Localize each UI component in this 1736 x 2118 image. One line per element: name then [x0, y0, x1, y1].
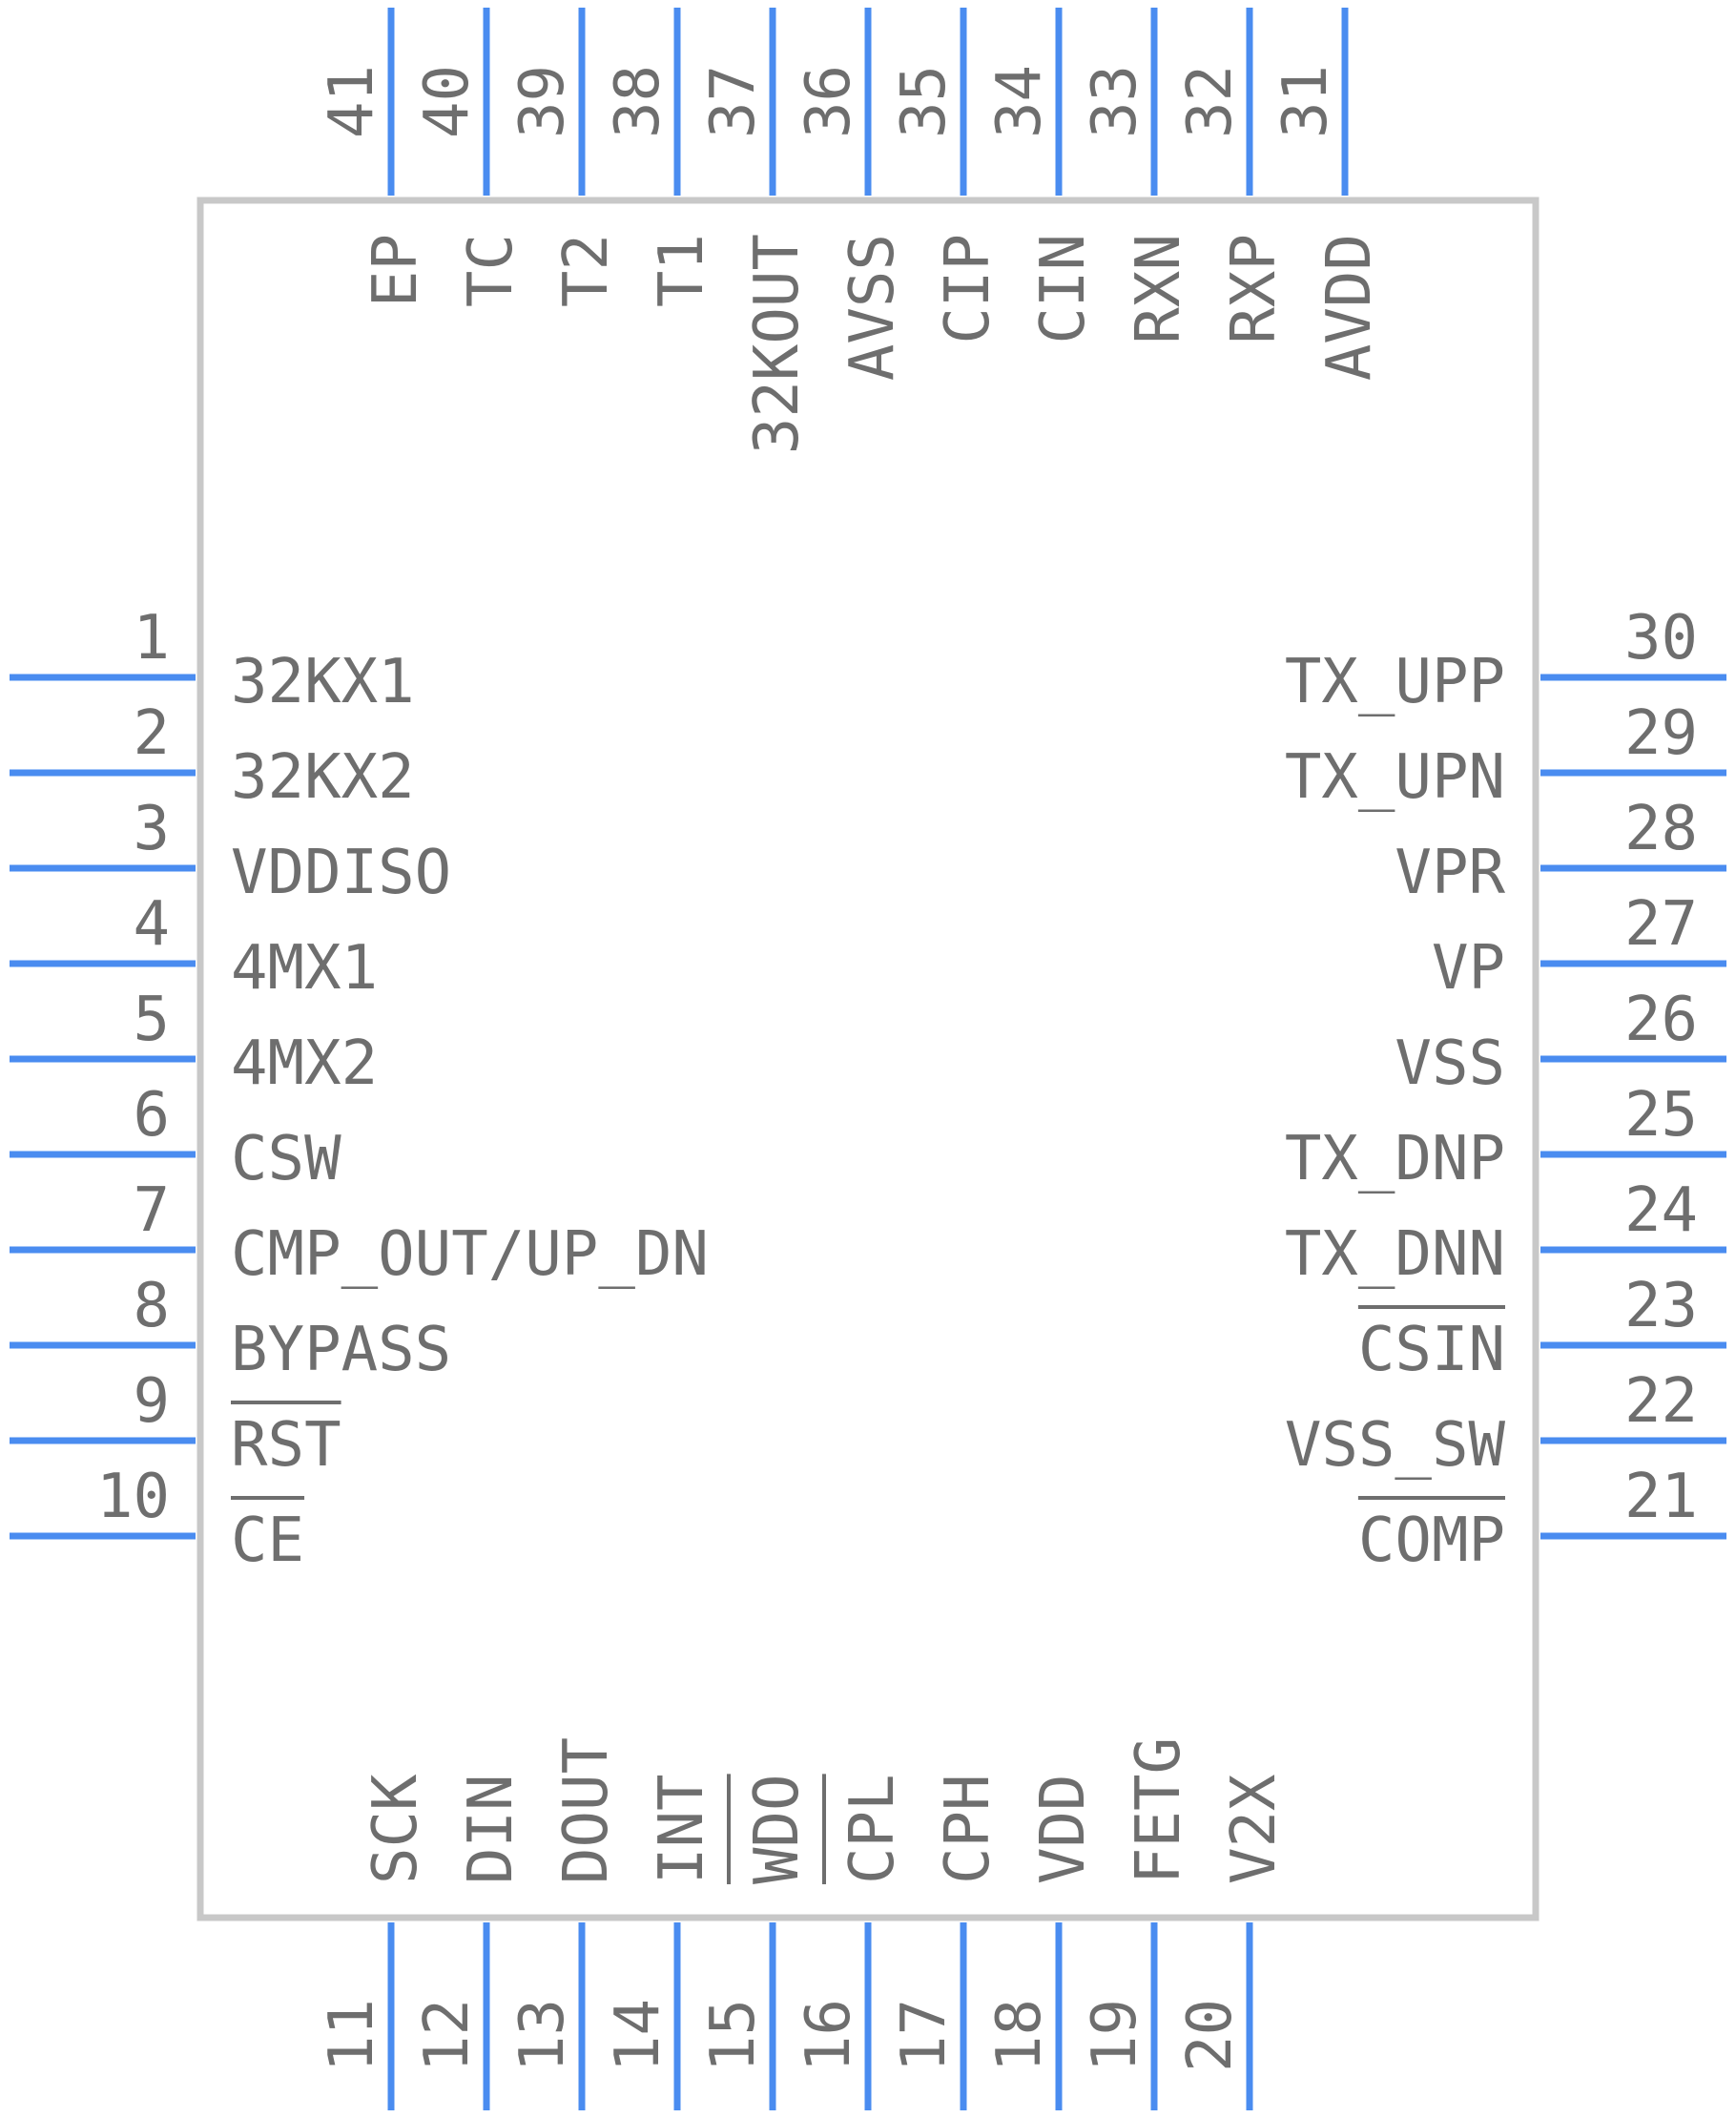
pin-14-number: 14 — [603, 1999, 673, 2072]
pin-18-name-vdd: VDD — [1028, 1774, 1099, 1884]
pin-20-name-v2x: V2X — [1219, 1774, 1290, 1884]
pin-27-number: 27 — [1624, 889, 1698, 960]
pin-29-number: 29 — [1624, 698, 1698, 769]
pin-5-name-4mx2: 4MX2 — [231, 1028, 378, 1099]
pin-33-name-rxn: RXN — [1124, 234, 1194, 344]
pin-10-name-ce: CE — [231, 1505, 304, 1576]
pin-13-number: 13 — [507, 1999, 578, 2072]
pin-15-name-wdo: WDO — [742, 1774, 813, 1884]
pin-7-name-cmp-out-up-dn: CMP_OUT/UP_DN — [231, 1219, 709, 1290]
pin-17-name-cph: CPH — [933, 1774, 1003, 1884]
pin-12-name-din: DIN — [456, 1774, 527, 1884]
pin-4-name-4mx1: 4MX1 — [231, 933, 378, 1004]
pin-38-number: 38 — [603, 65, 673, 138]
pin-20-number: 20 — [1175, 1999, 1246, 2072]
pin-31-number: 31 — [1271, 65, 1341, 138]
pin-36-number: 36 — [794, 65, 864, 138]
pin-39-number: 39 — [507, 65, 578, 138]
pin-15-number: 15 — [698, 1999, 769, 2072]
pin-41-name-ep: EP — [361, 234, 431, 307]
pin-32-number: 32 — [1175, 65, 1246, 138]
pin-23-name-csin: CSIN — [1358, 1315, 1505, 1385]
pin-14-name-int: INT — [647, 1774, 717, 1884]
pin-37-name-32kout: 32KOUT — [742, 234, 813, 454]
pin-41-number: 41 — [317, 65, 387, 138]
pin-32-name-rxp: RXP — [1219, 234, 1290, 344]
pin-25-number: 25 — [1624, 1080, 1698, 1151]
pin-5-number: 5 — [133, 985, 170, 1055]
pin-9-number: 9 — [133, 1366, 170, 1437]
pin-29-name-tx-upn: TX_UPN — [1285, 742, 1505, 813]
pin-25-name-tx-dnp: TX_DNP — [1285, 1124, 1505, 1194]
pin-12-number: 12 — [412, 1999, 483, 2072]
pin-38-name-t1: T1 — [647, 234, 717, 307]
pin-40-name-tc: TC — [456, 234, 527, 307]
pin-36-name-avss: AVSS — [837, 234, 908, 381]
pin-26-number: 26 — [1624, 985, 1698, 1055]
pin-13-name-dout: DOUT — [551, 1737, 622, 1884]
pin-21-name-comp: COMP — [1358, 1505, 1505, 1576]
pin-4-number: 4 — [133, 889, 170, 960]
pin-34-number: 34 — [984, 65, 1055, 138]
pin-28-name-vpr: VPR — [1395, 838, 1505, 908]
pin-19-number: 19 — [1080, 1999, 1150, 2072]
pin-37-number: 37 — [698, 65, 769, 138]
pin-8-number: 8 — [133, 1271, 170, 1341]
pin-26-name-vss: VSS — [1395, 1028, 1505, 1099]
pin-23-number: 23 — [1624, 1271, 1698, 1341]
pin-11-name-sck: SCK — [361, 1774, 431, 1884]
pin-6-number: 6 — [133, 1080, 170, 1151]
pin-21-number: 21 — [1624, 1462, 1698, 1532]
pin-3-name-vddiso: VDDISO — [231, 838, 451, 908]
pin-16-name-cpl: CPL — [837, 1774, 908, 1884]
pin-7-number: 7 — [133, 1175, 170, 1246]
pin-2-number: 2 — [133, 698, 170, 769]
pin-22-number: 22 — [1624, 1366, 1698, 1437]
pin-28-number: 28 — [1624, 794, 1698, 864]
pin-16-number: 16 — [794, 1999, 864, 2072]
pin-2-name-32kx2: 32KX2 — [231, 742, 415, 813]
pin-1-name-32kx1: 32KX1 — [231, 647, 415, 717]
ic-body-outline — [196, 197, 1540, 1921]
pin-30-name-tx-upp: TX_UPP — [1285, 647, 1505, 717]
pin-31-name-avdd: AVDD — [1314, 234, 1385, 381]
pin-1-number: 1 — [133, 603, 170, 674]
pin-lines — [10, 8, 1726, 2110]
pin-34-name-cin: CIN — [1028, 234, 1099, 344]
pin-39-name-t2: T2 — [551, 234, 622, 307]
pin-18-number: 18 — [984, 1999, 1055, 2072]
pin-19-name-fetg: FETG — [1124, 1737, 1194, 1884]
pin-11-number: 11 — [317, 1999, 387, 2072]
pin-24-number: 24 — [1624, 1175, 1698, 1246]
pin-35-number: 35 — [889, 65, 960, 138]
pin-3-number: 3 — [133, 794, 170, 864]
pin-35-name-cip: CIP — [933, 234, 1003, 344]
pin-8-name-bypass: BYPASS — [231, 1315, 451, 1385]
pin-40-number: 40 — [412, 65, 483, 138]
pin-6-name-csw: CSW — [231, 1124, 341, 1194]
pin-17-number: 17 — [889, 1999, 960, 2072]
pin-10-number: 10 — [96, 1462, 170, 1532]
pin-9-name-rst: RST — [231, 1410, 341, 1481]
pin-33-number: 33 — [1080, 65, 1150, 138]
pin-22-name-vss-sw: VSS_SW — [1285, 1410, 1506, 1481]
pin-24-name-tx-dnn: TX_DNN — [1285, 1219, 1505, 1290]
pin-27-name-vp: VP — [1432, 933, 1505, 1004]
pin-30-number: 30 — [1624, 603, 1698, 674]
